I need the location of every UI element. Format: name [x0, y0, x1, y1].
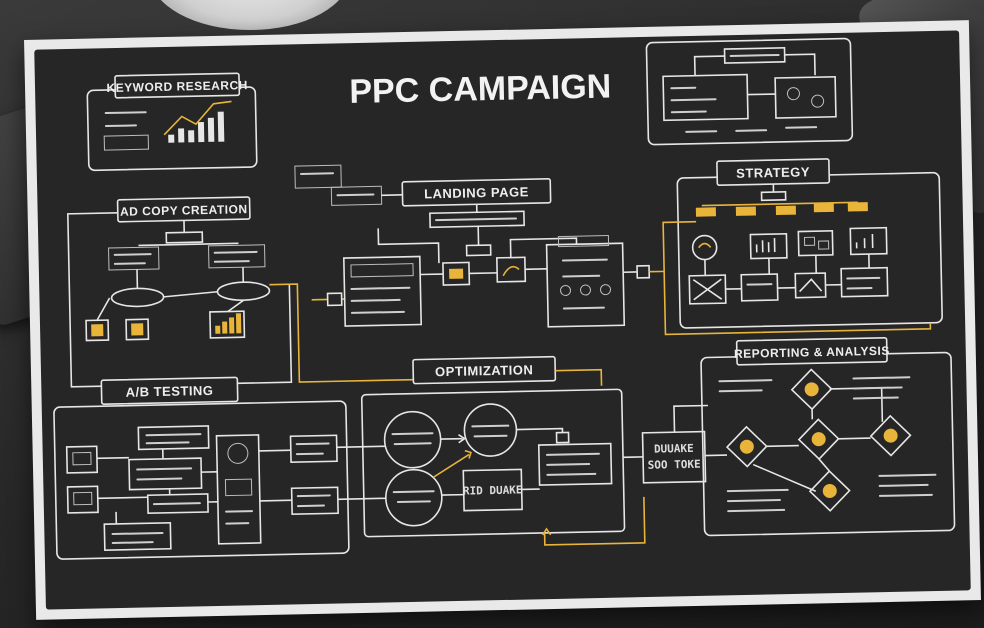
strategy-yellow-tags — [695, 202, 868, 217]
report-diamond-top — [790, 368, 833, 411]
center-metric-box: DUUAKE SOO TOKE — [623, 404, 728, 484]
ad-copy-label: AD COPY CREATION — [120, 202, 248, 219]
ad-copy-section: AD COPY CREATION — [66, 196, 293, 388]
report-diamond-left — [725, 425, 768, 468]
ab-testing-label: A/B TESTING — [125, 383, 213, 400]
center-box-line: SOO TOKE — [648, 458, 701, 472]
keyword-research-label: KEYWORD RESEARCH — [106, 78, 248, 95]
landing-node-icon-1 — [449, 268, 464, 279]
ad-icon-1 — [91, 324, 104, 337]
keyword-research-section: KEYWORD RESEARCH — [86, 72, 258, 172]
strategy-label: STRATEGY — [736, 164, 810, 181]
diagram-title: PPC CAMPAIGN — [349, 67, 612, 110]
rid-box-label: RID DUAKE — [463, 483, 523, 497]
reporting-analysis-label: REPORTING & ANALYSIS — [734, 344, 890, 361]
center-box-label: DUUAKE SOO TOKE — [647, 442, 701, 472]
landing-node-icon-2 — [502, 265, 520, 277]
top-right-panel — [645, 37, 854, 146]
landing-page-section: LANDING PAGE — [294, 164, 651, 328]
keyword-chart-icon — [163, 100, 232, 143]
optimization-section: OPTIMIZATION RID DUAKE — [331, 355, 646, 546]
optimization-label: OPTIMIZATION — [435, 362, 533, 379]
report-diamond-bottom — [808, 470, 851, 512]
ad-bars-icon — [209, 310, 246, 339]
reporting-analysis-section: REPORTING & ANALYSIS — [700, 336, 956, 537]
report-diamond-right — [869, 414, 912, 457]
report-diamond-center — [797, 418, 840, 461]
center-box-line: DUUAKE — [654, 442, 694, 456]
adcopy-to-optimization-link — [269, 283, 332, 383]
strategy-target-icon — [691, 234, 718, 261]
landing-page-label: LANDING PAGE — [424, 184, 529, 201]
ab-testing-section: A/B TESTING — [53, 376, 386, 560]
ad-icon-2 — [131, 323, 144, 336]
strategy-section: STRATEGY — [649, 158, 943, 336]
